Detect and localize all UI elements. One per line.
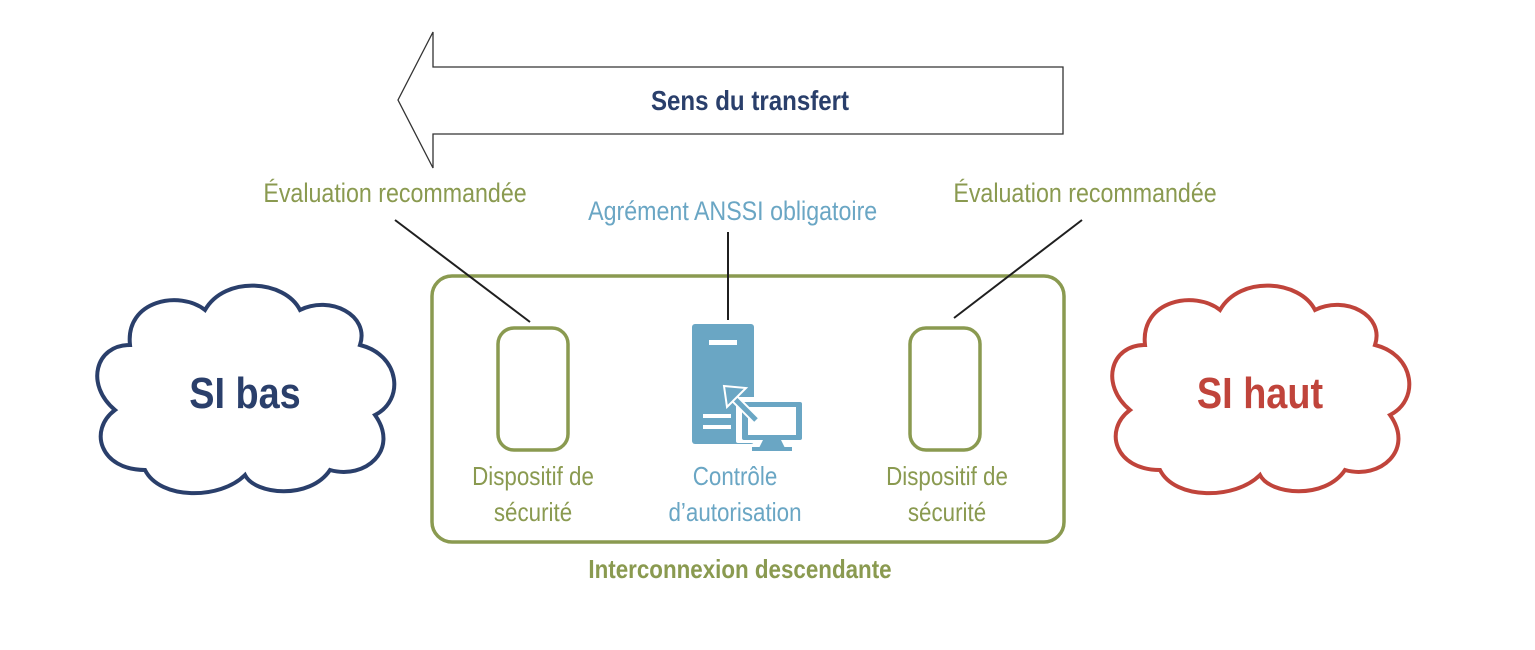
cloud-si-bas-label: SI bas — [189, 369, 301, 418]
connector-left — [394, 219, 531, 323]
left-device-label-line1: Dispositif de — [472, 461, 594, 491]
container-label: Interconnexion descendante — [588, 554, 892, 584]
interconnexion-container — [430, 274, 1066, 544]
annotation-left: Évaluation recommandée — [263, 178, 527, 208]
transfer-arrow — [397, 31, 1064, 169]
control-label-line1: Contrôle — [692, 461, 778, 491]
connector-right — [953, 219, 1083, 319]
annotation-right: Évaluation recommandée — [953, 178, 1217, 208]
transfer-arrow-label: Sens du transfert — [650, 85, 850, 116]
control-label-line2: d’autorisation — [668, 497, 802, 527]
annotation-center: Agrément ANSSI obligatoire — [588, 196, 878, 226]
cloud-si-bas — [95, 283, 397, 496]
cloud-si-haut — [1110, 283, 1412, 496]
left-security-device-shape — [496, 326, 570, 452]
server-monitor-icon — [692, 324, 804, 451]
right-security-device-shape — [908, 326, 982, 452]
left-device-label-line2: sécurité — [493, 497, 573, 527]
right-device-label-line1: Dispositif de — [886, 461, 1008, 491]
right-device-label-line2: sécurité — [907, 497, 987, 527]
cloud-si-haut-label: SI haut — [1196, 369, 1324, 418]
